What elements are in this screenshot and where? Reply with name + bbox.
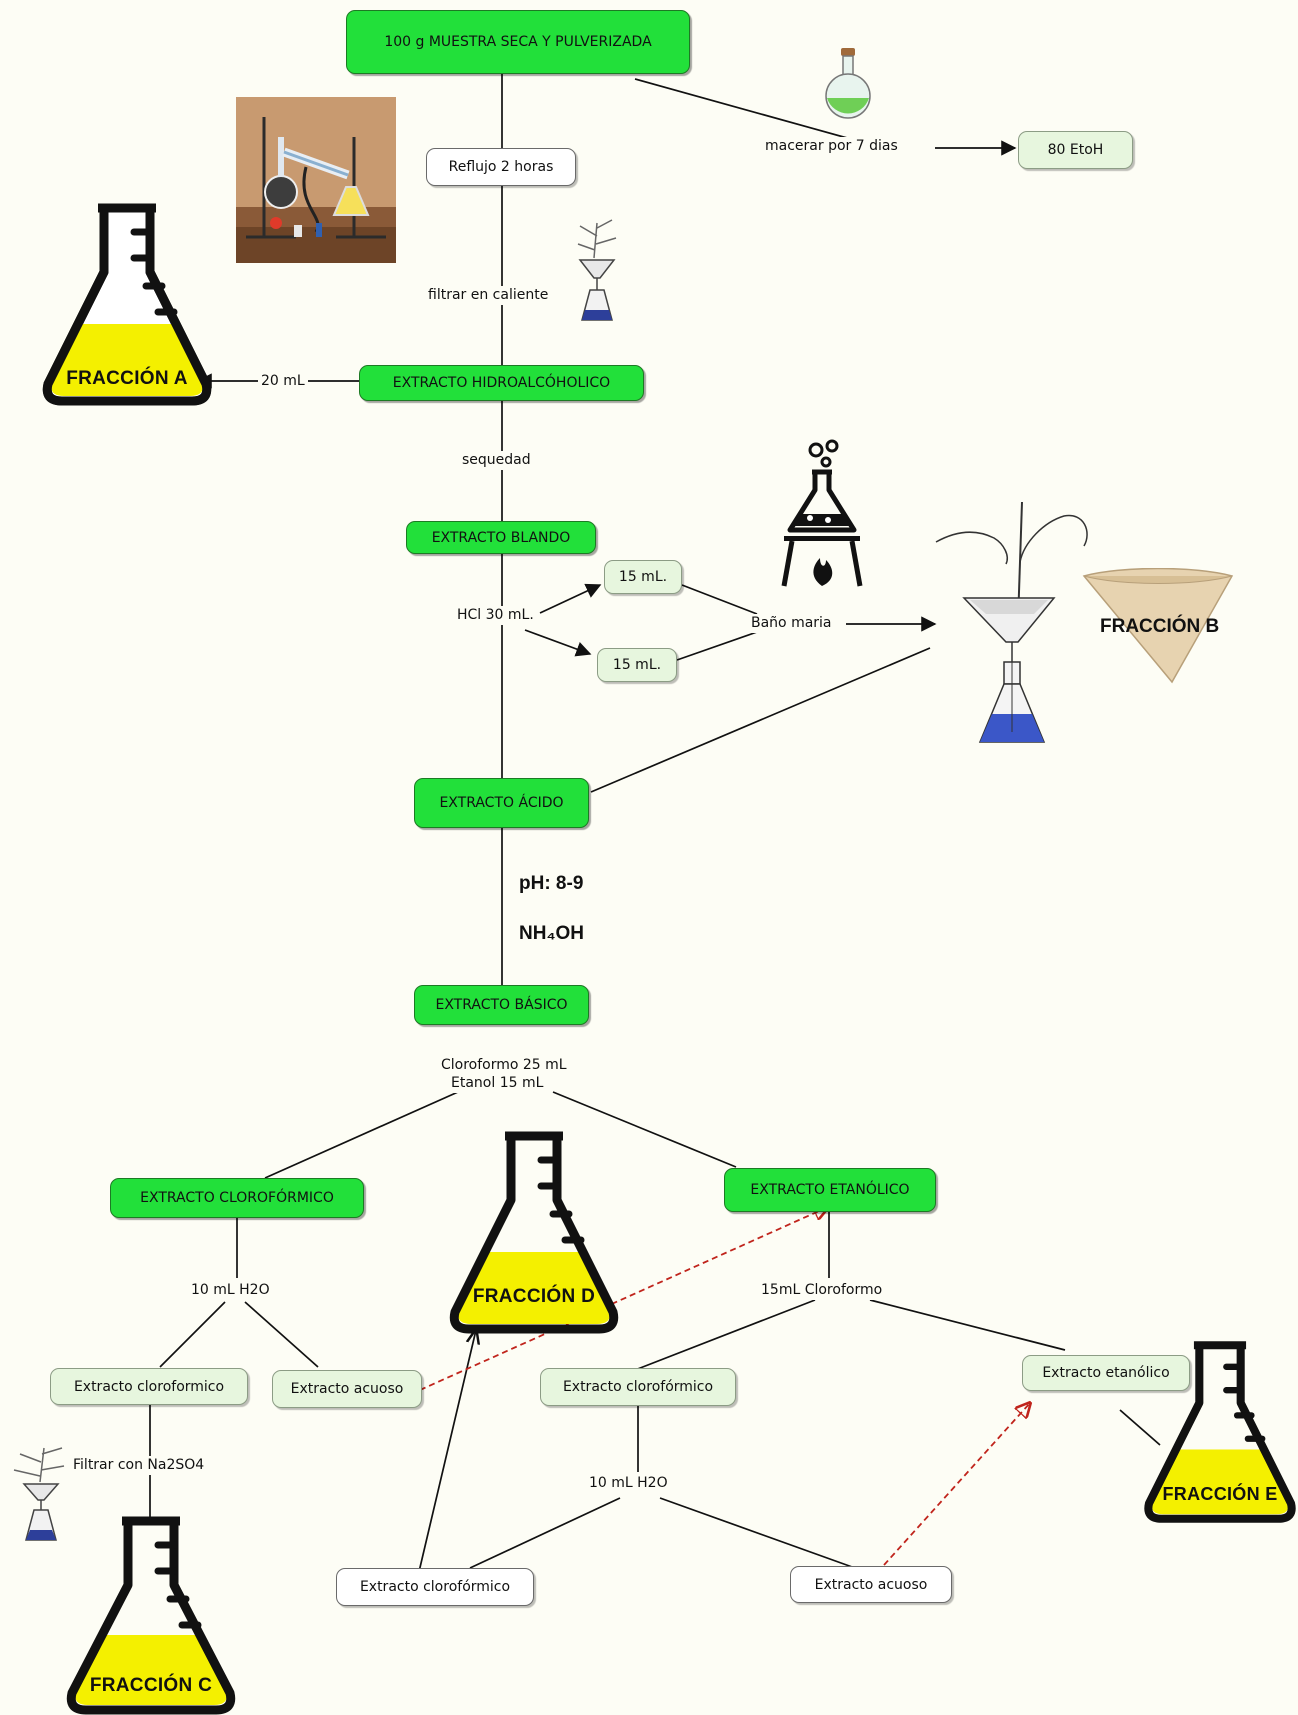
node-extracto-etanolico-right[interactable]: Extracto etanólico (1022, 1355, 1190, 1391)
funnel-filtration-icon-bottom (13, 1447, 65, 1541)
line-15ml-bottom-bano (676, 631, 758, 661)
label-h2o-left: 10 mL H2O (188, 1281, 273, 1300)
node-acido[interactable]: EXTRACTO ÁCIDO (414, 778, 589, 828)
arrow-cloroformico-bottom-fraccion-d (417, 1330, 476, 1577)
node-15ml-bottom[interactable]: 15 mL. (597, 648, 677, 682)
erlenmeyer-flask-icon (66, 1516, 236, 1715)
round-flask-icon (825, 48, 871, 119)
label-etanol-15: Etanol 15 mL (448, 1074, 547, 1093)
dashed-acuoso-bottom-to-etanolico-right (883, 1403, 1030, 1566)
fraccion-b-label: FRACCIÓN B (1100, 616, 1220, 637)
line-etanolico-right-flask (1119, 1409, 1161, 1446)
node-etoh[interactable]: 80 EtoH (1018, 131, 1133, 169)
node-muestra[interactable]: 100 g MUESTRA SECA Y PULVERIZADA (346, 10, 690, 74)
line-muestra-macerar (634, 78, 859, 142)
node-extracto-acuoso-bottom[interactable]: Extracto acuoso (790, 1566, 952, 1603)
dashed-acuoso-left-to-etanolico (419, 1207, 828, 1391)
arrow-hcl-15ml-bottom (524, 629, 592, 657)
label-ph: pH: 8-9 (519, 873, 584, 894)
fraccion-a-label: FRACCIÓN A (66, 368, 188, 389)
line-h2o-acuoso-bottom (659, 1497, 856, 1569)
node-extracto-cloroformico-mid[interactable]: Extracto clorofórmico (540, 1368, 736, 1406)
line-basico-etanolico (552, 1091, 737, 1168)
funnel-filtration-icon (577, 219, 617, 321)
line-h2o-cloroformico-left (159, 1301, 226, 1368)
node-extracto-cloroformico-bottom[interactable]: Extracto clorofórmico (336, 1568, 534, 1606)
label-macerar: macerar por 7 dias (762, 137, 901, 156)
label-cloroformo-25: Cloroformo 25 mL (438, 1056, 570, 1075)
fraccion-d-label: FRACCIÓN D (472, 1286, 596, 1307)
node-extracto-acuoso-left[interactable]: Extracto acuoso (272, 1370, 422, 1408)
filter-cone-fraccion-b (1082, 568, 1234, 684)
label-bano-maria: Baño maria (748, 614, 835, 633)
line-h2o-cloroformico-bottom (469, 1497, 621, 1569)
flask-fraccion-c: FRACCIÓN C (62, 1515, 240, 1715)
node-extracto-cloroformico-left[interactable]: Extracto cloroformico (50, 1368, 248, 1405)
node-reflujo[interactable]: Reflujo 2 horas (426, 148, 576, 186)
flask-heating-icon (781, 439, 863, 587)
label-h2o-mid: 10 mL H2O (586, 1474, 671, 1493)
erlenmeyer-flask-icon (42, 203, 212, 406)
node-hidroalcoholico[interactable]: EXTRACTO HIDROALCÓHOLICO (359, 365, 644, 401)
hands-filtering-image (935, 502, 1088, 743)
distillation-apparatus-image (236, 97, 396, 263)
line-cloroformo15-cloroformico-mid (634, 1299, 816, 1371)
fraccion-e-label: FRACCIÓN E (1162, 1484, 1278, 1504)
node-blando[interactable]: EXTRACTO BLANDO (406, 521, 596, 554)
flask-fraccion-a: FRACCIÓN A (38, 202, 216, 407)
node-basico[interactable]: EXTRACTO BÁSICO (414, 985, 589, 1025)
label-nh4oh: NH₄OH (519, 923, 584, 944)
flask-fraccion-e: FRACCIÓN E (1140, 1332, 1298, 1532)
line-basico-cloroformico (264, 1091, 459, 1179)
line-15ml-top-bano (681, 584, 758, 615)
line-h2o-acuoso-left (244, 1301, 319, 1368)
node-cloroformico-main[interactable]: EXTRACTO CLOROFÓRMICO (110, 1178, 364, 1218)
erlenmeyer-flask-icon (1144, 1341, 1296, 1523)
label-hcl: HCl 30 mL. (454, 606, 537, 625)
label-20ml: 20 mL (258, 372, 308, 391)
node-etanolico-main[interactable]: EXTRACTO ETANÓLICO (724, 1168, 936, 1212)
label-filtrar-caliente: filtrar en caliente (425, 286, 552, 305)
line-cloroformo15-etanolico-right (869, 1299, 1066, 1351)
label-filtrar-na2so4: Filtrar con Na2SO4 (70, 1456, 208, 1475)
label-cloroformo-15: 15mL Cloroformo (758, 1281, 886, 1300)
flask-fraccion-d: FRACCIÓN D (445, 1130, 623, 1335)
erlenmeyer-flask-icon (449, 1131, 619, 1334)
node-15ml-top[interactable]: 15 mL. (604, 560, 682, 594)
fraccion-c-label: FRACCIÓN C (89, 1675, 213, 1696)
arrow-hcl-15ml-top (539, 583, 602, 614)
line-filter-acido (590, 647, 931, 793)
label-sequedad: sequedad (459, 451, 534, 470)
